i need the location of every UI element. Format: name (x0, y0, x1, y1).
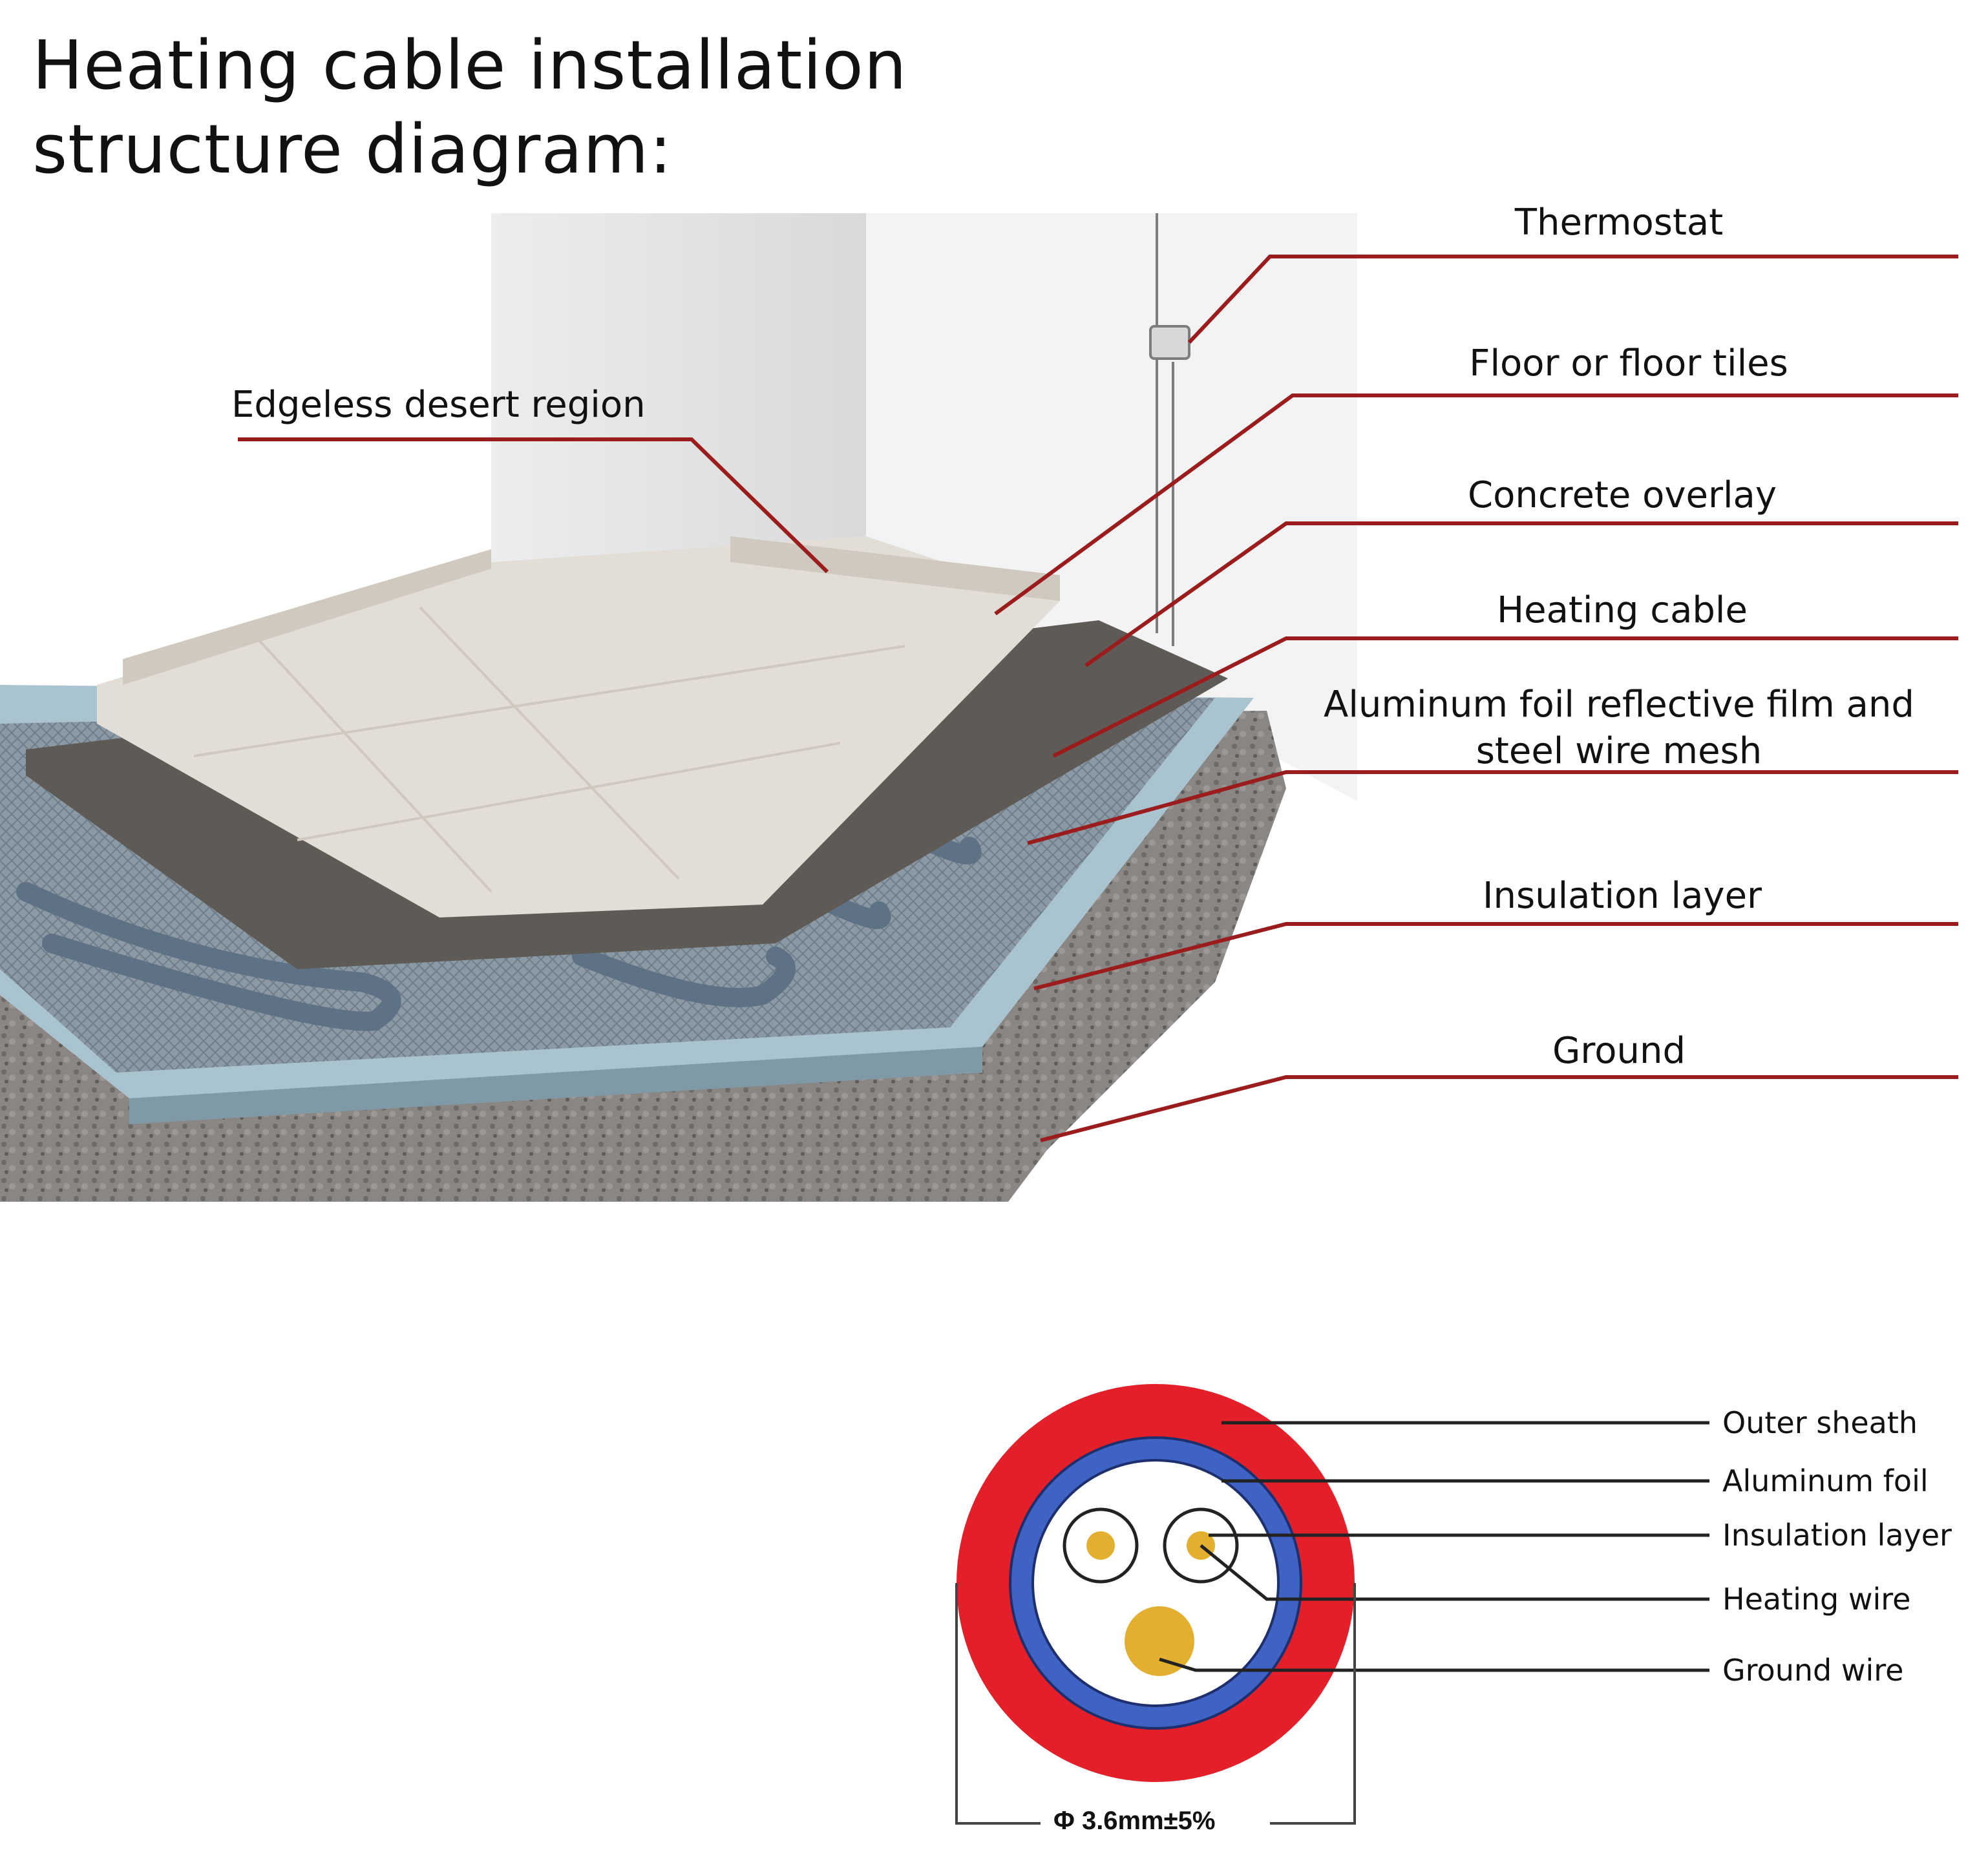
label-thermostat: Thermostat (1515, 200, 1723, 246)
label-ground-wire: Ground wire (1722, 1652, 1903, 1688)
label-concrete-overlay: Concrete overlay (1468, 473, 1777, 518)
heating-wire-1 (1086, 1531, 1115, 1560)
label-aluminum-foil: Aluminum foil (1722, 1463, 1929, 1499)
label-cable-insulation-layer: Insulation layer (1722, 1517, 1952, 1553)
cable-cross-section (957, 1384, 1355, 1782)
label-outer-sheath: Outer sheath (1722, 1405, 1918, 1441)
label-floor-or-floor-tiles: Floor or floor tiles (1469, 341, 1788, 386)
label-edgeless-desert-region: Edgeless desert region (231, 383, 646, 428)
dimension-label: Φ 3.6mm±5% (1053, 1807, 1215, 1836)
label-heating-cable: Heating cable (1497, 588, 1748, 633)
label-heating-wire: Heating wire (1722, 1581, 1910, 1617)
label-aluminum-foil-and-mesh: Aluminum foil reflective film and steel … (1309, 682, 1929, 775)
label-insulation-layer: Insulation layer (1483, 874, 1762, 919)
label-ground: Ground (1552, 1029, 1686, 1074)
